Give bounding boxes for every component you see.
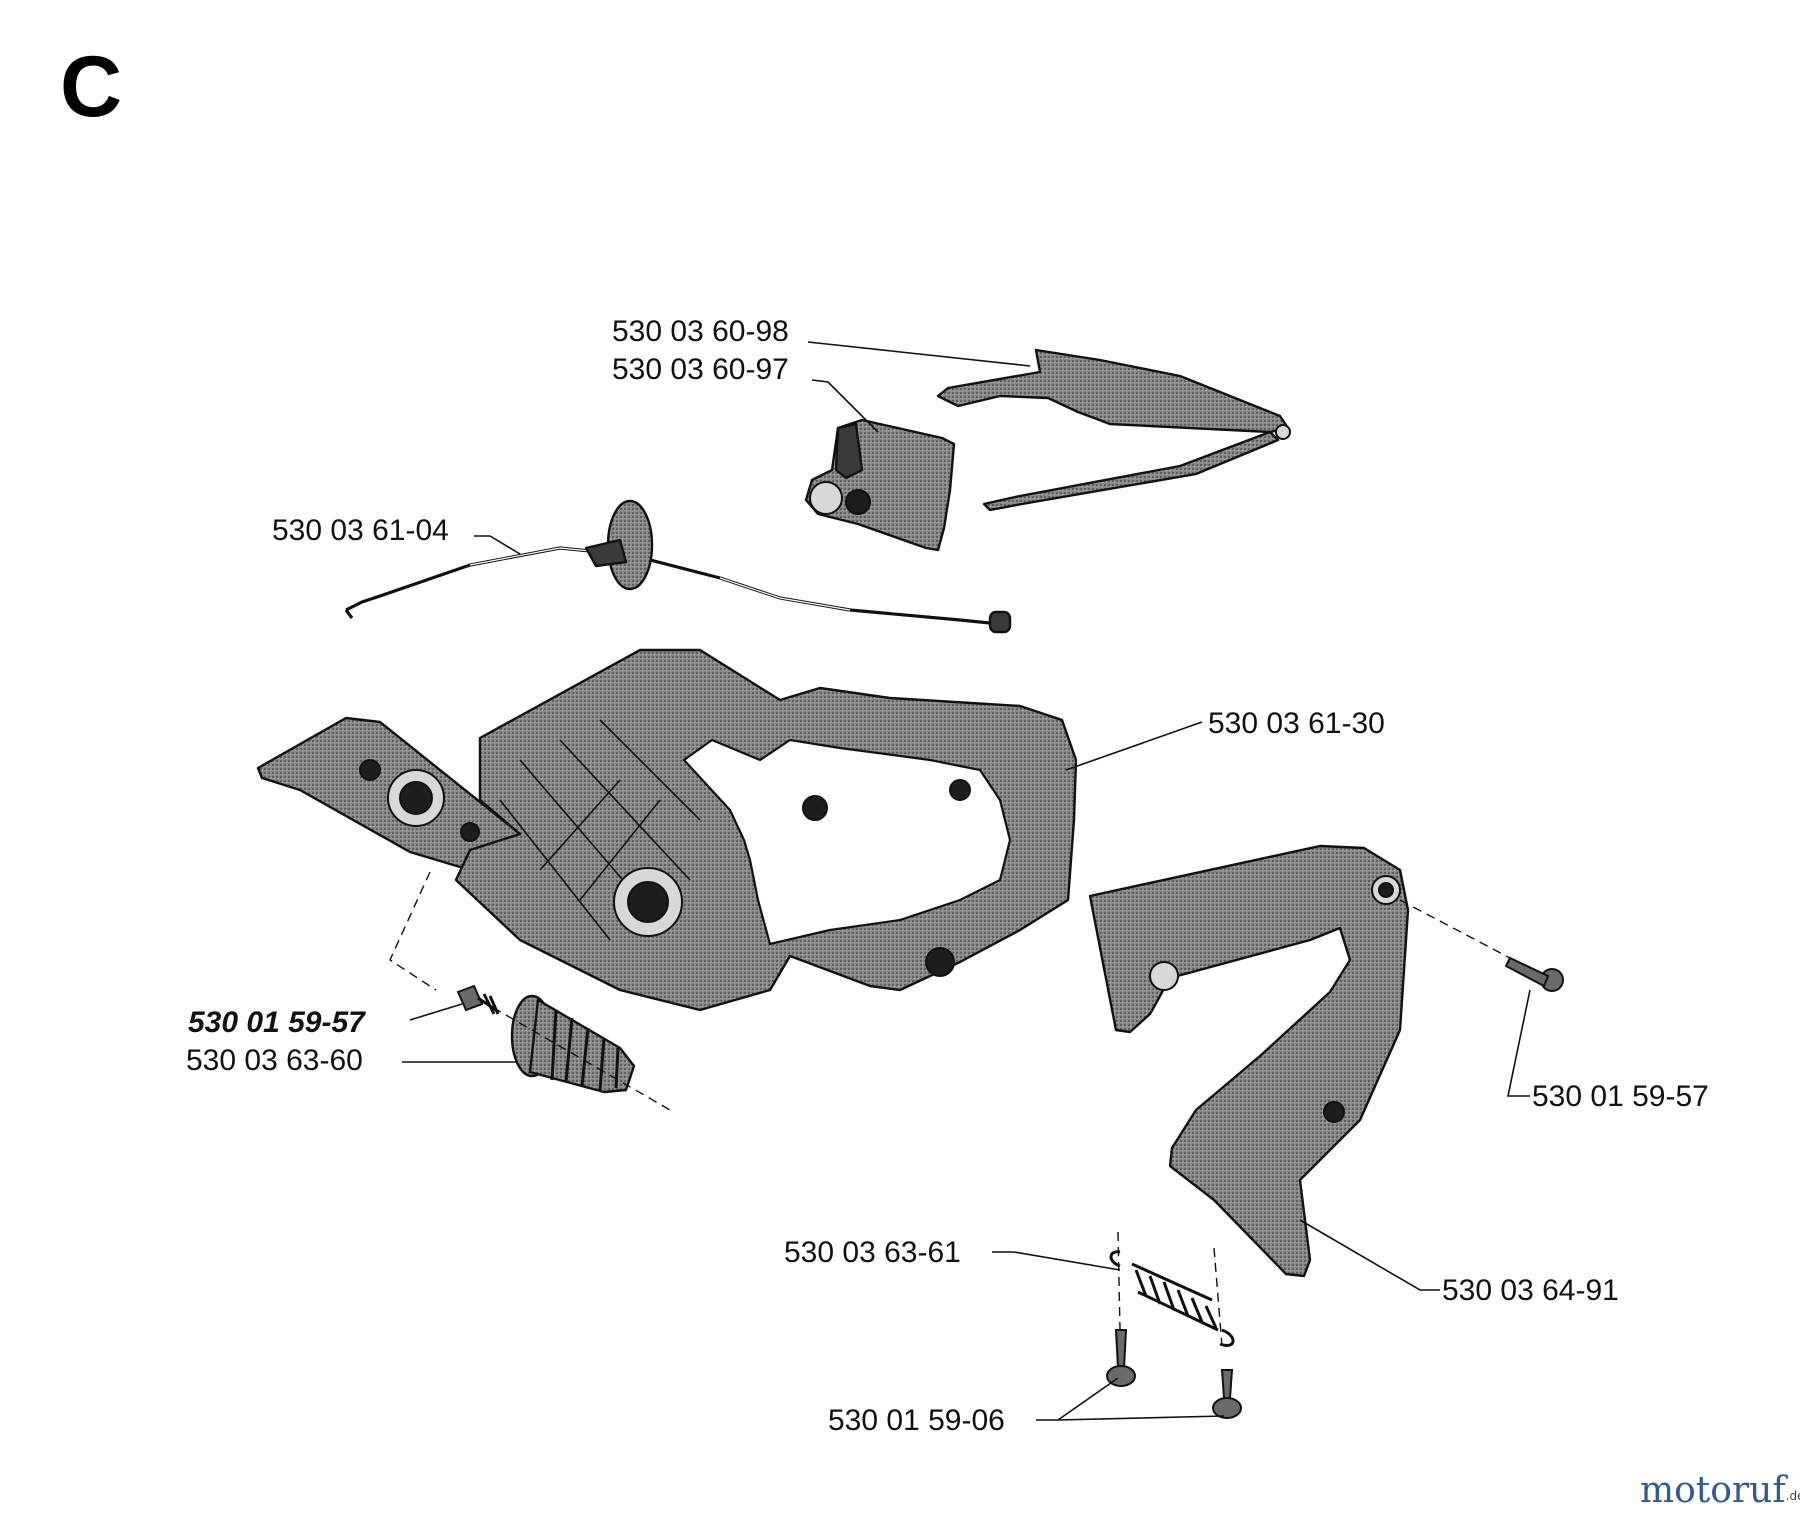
tension-spring-drawing	[1109, 1250, 1235, 1347]
main-housing-drawing	[256, 648, 1078, 1012]
handle-bracket-drawing	[1088, 844, 1410, 1278]
label-brake-cable: 530 03 61-04	[272, 514, 449, 547]
svg-text:motoruf.de: motoruf.de	[1640, 1470, 1800, 1511]
spring-screws-drawing	[1106, 1329, 1242, 1419]
leader-lines	[402, 341, 1531, 1421]
watermark-suffix: .de	[1786, 1489, 1800, 1503]
label-brake-cover-piece: 530 03 60-97	[612, 353, 789, 386]
label-bar-spring-plate: 530 03 60-98	[612, 315, 789, 348]
brake-cover-piece-drawing	[804, 418, 956, 552]
label-handle-bracket: 530 03 64-91	[1442, 1274, 1619, 1307]
bellows-boot-drawing	[510, 994, 636, 1094]
bar-spring-plate-drawing	[936, 348, 1291, 512]
assembly-axes	[389, 871, 1511, 1347]
label-main-housing: 530 03 61-30	[1208, 707, 1385, 740]
brake-cable-drawing	[344, 499, 1012, 634]
label-bellows-boot: 530 03 63-60	[186, 1044, 363, 1077]
section-letter: C	[60, 39, 122, 135]
screw-right-drawing	[1504, 956, 1564, 992]
label-small-screw-left: 530 01 59-57	[188, 1006, 366, 1039]
small-screw-left-drawing	[456, 984, 500, 1015]
watermark-text: motoruf	[1640, 1470, 1788, 1511]
label-spring-screws: 530 01 59-06	[828, 1404, 1005, 1437]
label-screw-right: 530 01 59-57	[1532, 1080, 1709, 1113]
watermark-logo: motoruf.de	[1640, 1470, 1800, 1511]
label-tension-spring: 530 03 63-61	[784, 1236, 961, 1269]
